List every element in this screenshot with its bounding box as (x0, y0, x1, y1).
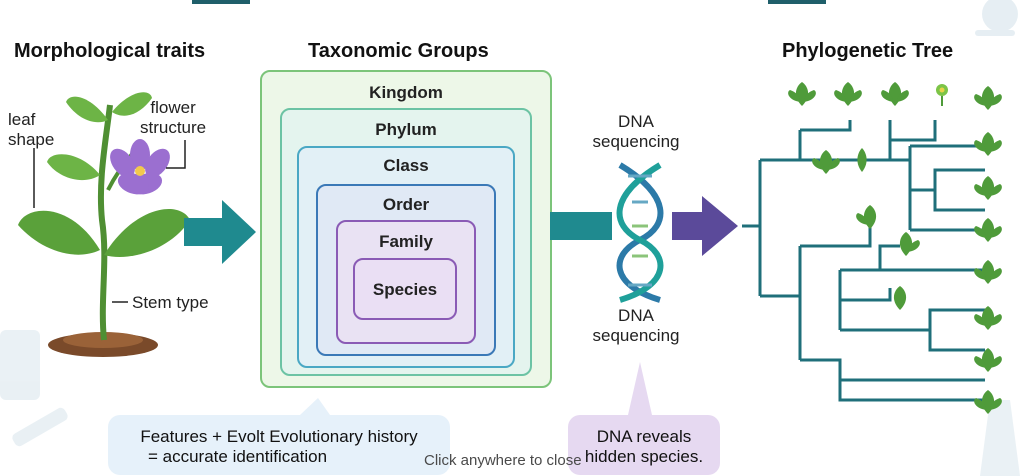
arrow-morph-to-taxonomy (184, 200, 256, 264)
callout-features-evolution: Features + Evolt Evolutionary history = … (108, 415, 450, 475)
callout-dna-reveals: DNA reveals hidden species. (568, 415, 720, 475)
dismiss-overlay-hint[interactable]: Click anywhere to close (424, 452, 582, 469)
label-phylum: Phylum (375, 120, 437, 139)
morphology-heading: Morphological traits (14, 40, 206, 62)
arrow-dna-to-tree (672, 196, 738, 256)
box-species: Species (353, 258, 457, 320)
label-dna-top: DNA sequencing (592, 112, 680, 151)
leaf-mid-left (47, 154, 100, 181)
leaf-top-left (66, 96, 108, 123)
flower-callout-line (166, 140, 186, 169)
label-species: Species (372, 280, 438, 299)
corner-doodle-top-right (975, 0, 1018, 36)
label-flower-structure: flower structure (140, 98, 207, 137)
top-bar-left (192, 0, 250, 4)
corner-doodle-bottom-right (980, 400, 1020, 476)
callout-right-line2: hidden species. (584, 447, 704, 466)
label-class: Class (383, 156, 429, 175)
callout-right-line1: DNA reveals (596, 427, 692, 446)
label-kingdom: Kingdom (369, 83, 443, 102)
purple-callout-tail (628, 362, 652, 415)
leaf-top-right (112, 92, 152, 116)
plant-stem (97, 104, 113, 341)
phylogeny-heading: Phylogenetic Tree (782, 40, 954, 62)
label-dna-bottom: DNA sequencing (592, 306, 680, 345)
flower (110, 139, 170, 195)
label-order: Order (382, 195, 430, 214)
dna-helix-icon (616, 162, 664, 303)
connector-taxonomy-to-dna (550, 212, 612, 240)
tree-branches (742, 120, 985, 402)
top-bar-right (768, 0, 826, 4)
callout-left-line2: = accurate identification (148, 447, 328, 466)
corner-doodle-bottom-left (0, 330, 68, 447)
taxonomy-heading: Taxonomic Groups (308, 40, 489, 62)
blue-callout-tail (300, 398, 330, 415)
tree-leaf-sprigs (788, 82, 1002, 414)
leaf-large-right (104, 209, 190, 257)
callout-left-line1: Features + Evolt Evolutionary history (140, 427, 418, 446)
label-stem-type: Stem type (132, 293, 209, 312)
label-family: Family (379, 232, 433, 251)
label-leaf-shape: leaf shape (8, 110, 55, 149)
leaf-large-left (18, 210, 100, 255)
